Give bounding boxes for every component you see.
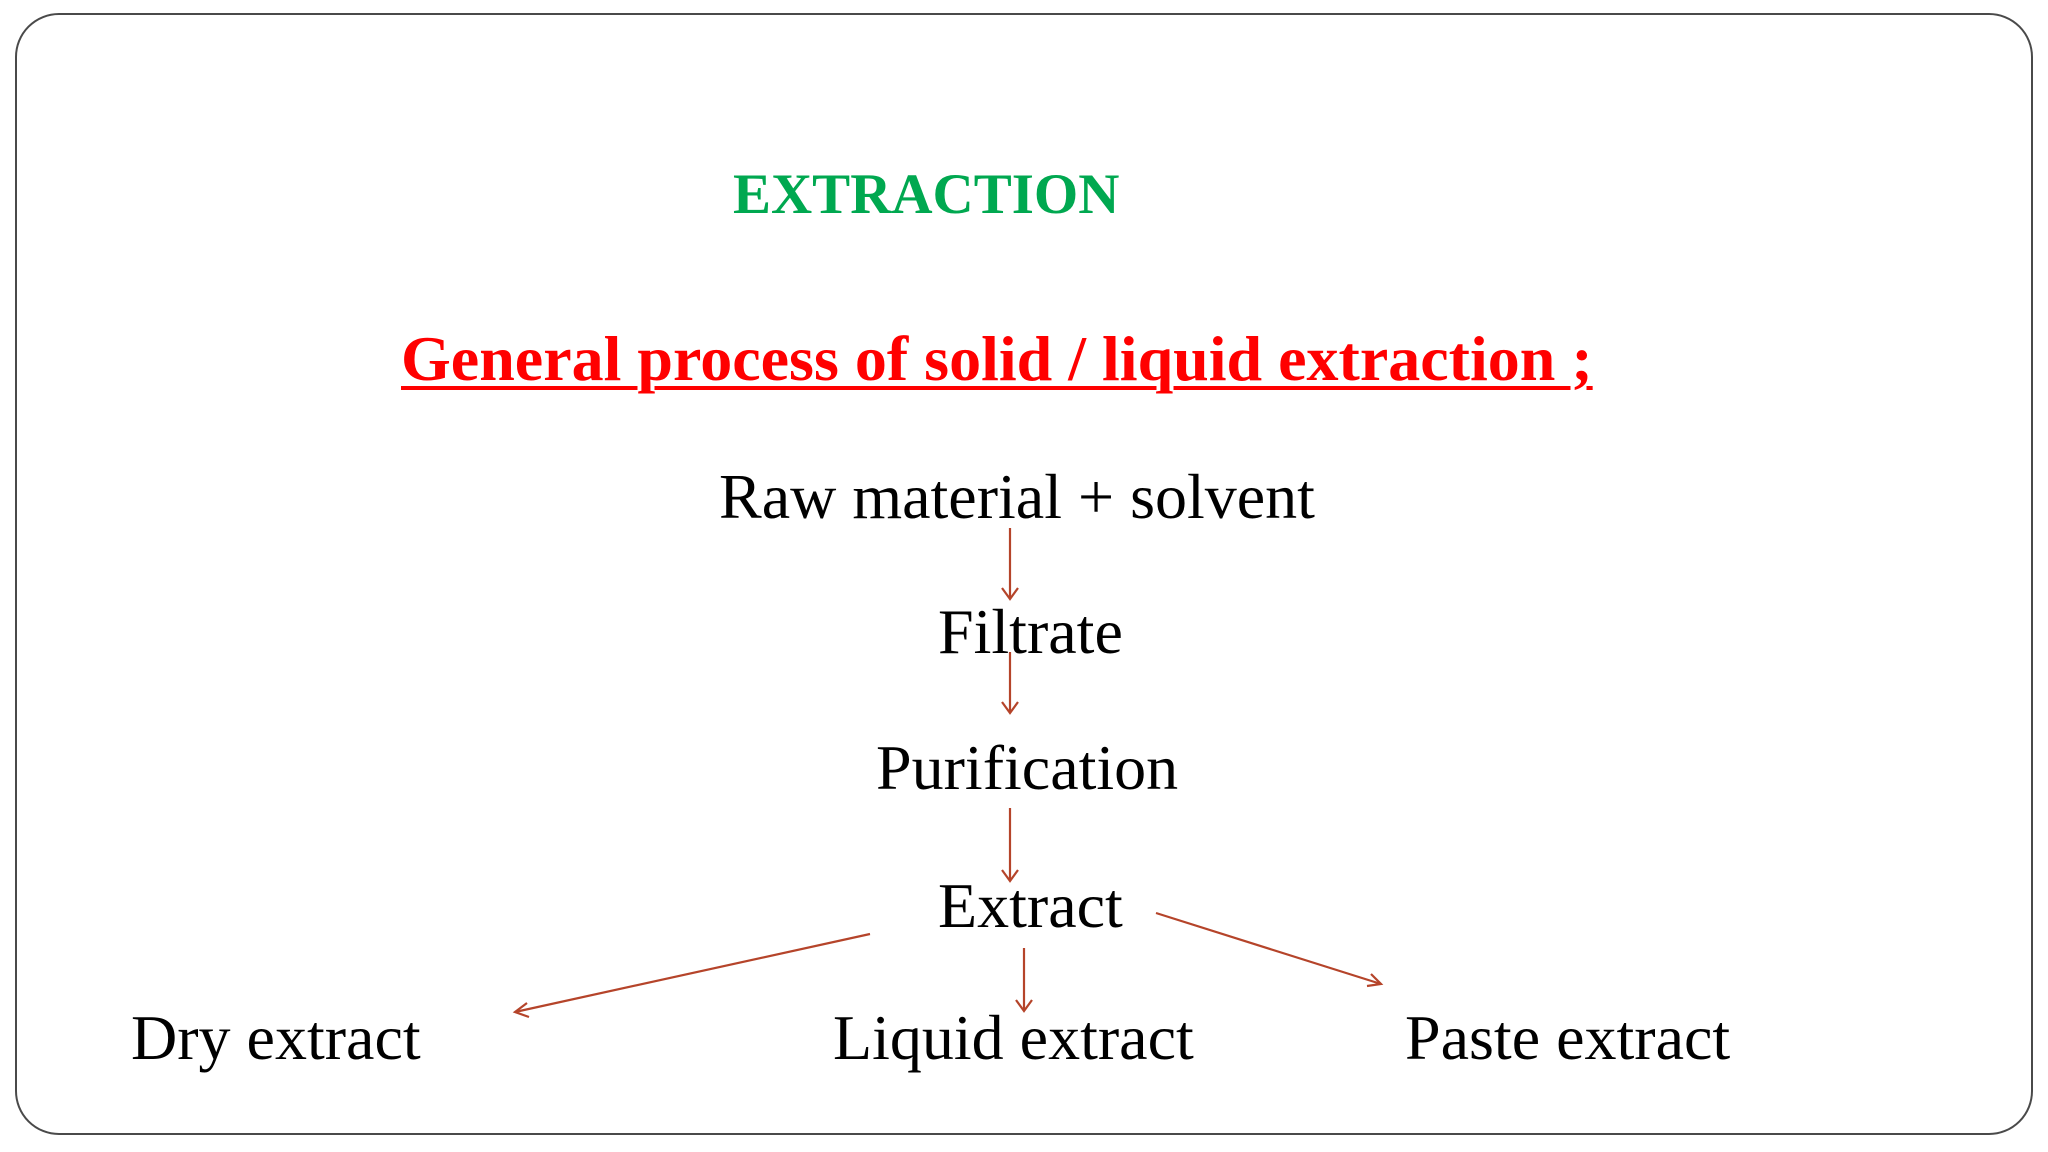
output-paste-extract: Paste extract (1405, 1002, 1731, 1073)
process-heading: General process of solid / liquid extrac… (401, 323, 1593, 394)
step-filtrate: Filtrate (938, 596, 1123, 667)
output-dry-extract: Dry extract (131, 1002, 421, 1073)
step-purification: Purification (876, 732, 1179, 803)
step-raw-material: Raw material + solvent (719, 461, 1315, 532)
output-liquid-extract: Liquid extract (833, 1002, 1194, 1073)
step-extract: Extract (938, 870, 1123, 941)
slide-title: EXTRACTION (733, 163, 1120, 226)
